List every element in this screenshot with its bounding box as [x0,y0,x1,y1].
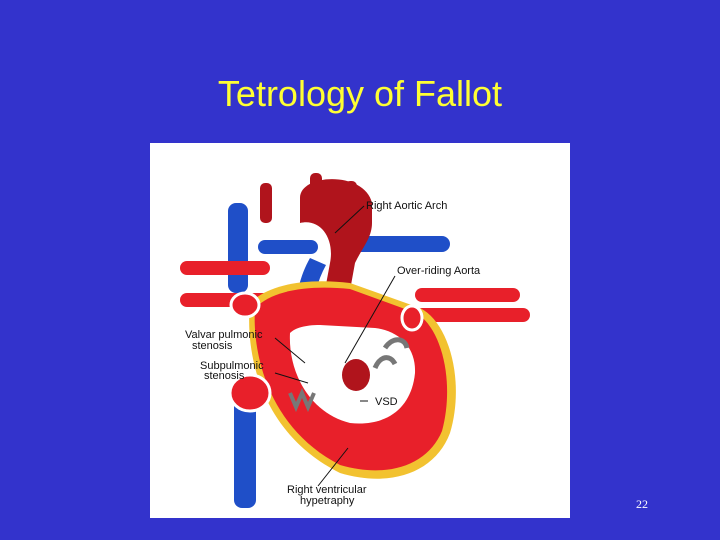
left-pulmonary-vein-upper [180,261,270,275]
label-right-aortic-arch: Right Aortic Arch [366,200,447,212]
right-pulmonary-vein-upper [415,288,520,302]
label-rvh-1: Right ventricular [287,484,367,496]
brachiocephalic-branch-1 [310,173,322,203]
left-atrium-annulus [229,291,261,319]
mitral-valve [372,337,410,370]
label-valvar-pulmonic-1: Valvar pulmonic [185,329,263,341]
leader-lines [274,205,396,487]
slide-number: 22 [636,497,648,511]
brachiocephalic-branch-2 [345,181,357,207]
heart-diagram: Right Aortic Arch Over-riding Aorta Valv… [150,143,570,518]
right-atrium [228,373,272,413]
label-vsd: VSD [375,396,398,408]
label-rvh-2: hypetraphy [300,495,355,507]
label-subpulmonic-1: Subpulmonic [200,360,264,372]
pulmonary-artery-left [258,240,318,254]
label-valvar-pulmonic-2: stenosis [192,340,233,352]
inferior-vena-cava [234,388,256,508]
aortic-root [342,359,370,391]
label-over-riding-aorta: Over-riding Aorta [397,265,481,277]
tricuspid-valve [288,387,316,413]
brachiocephalic-branch-3 [260,183,272,223]
label-subpulmonic-2: stenosis [204,370,245,382]
right-pulmonary-vein-lower [415,308,530,322]
right-aortic-arch [300,179,372,373]
superior-vena-cava [228,203,248,293]
right-valve-annulus [400,304,424,332]
slide-title: Tetrology of Fallot [217,73,503,114]
heart-illustration: Right Aortic Arch Over-riding Aorta Valv… [180,173,530,508]
